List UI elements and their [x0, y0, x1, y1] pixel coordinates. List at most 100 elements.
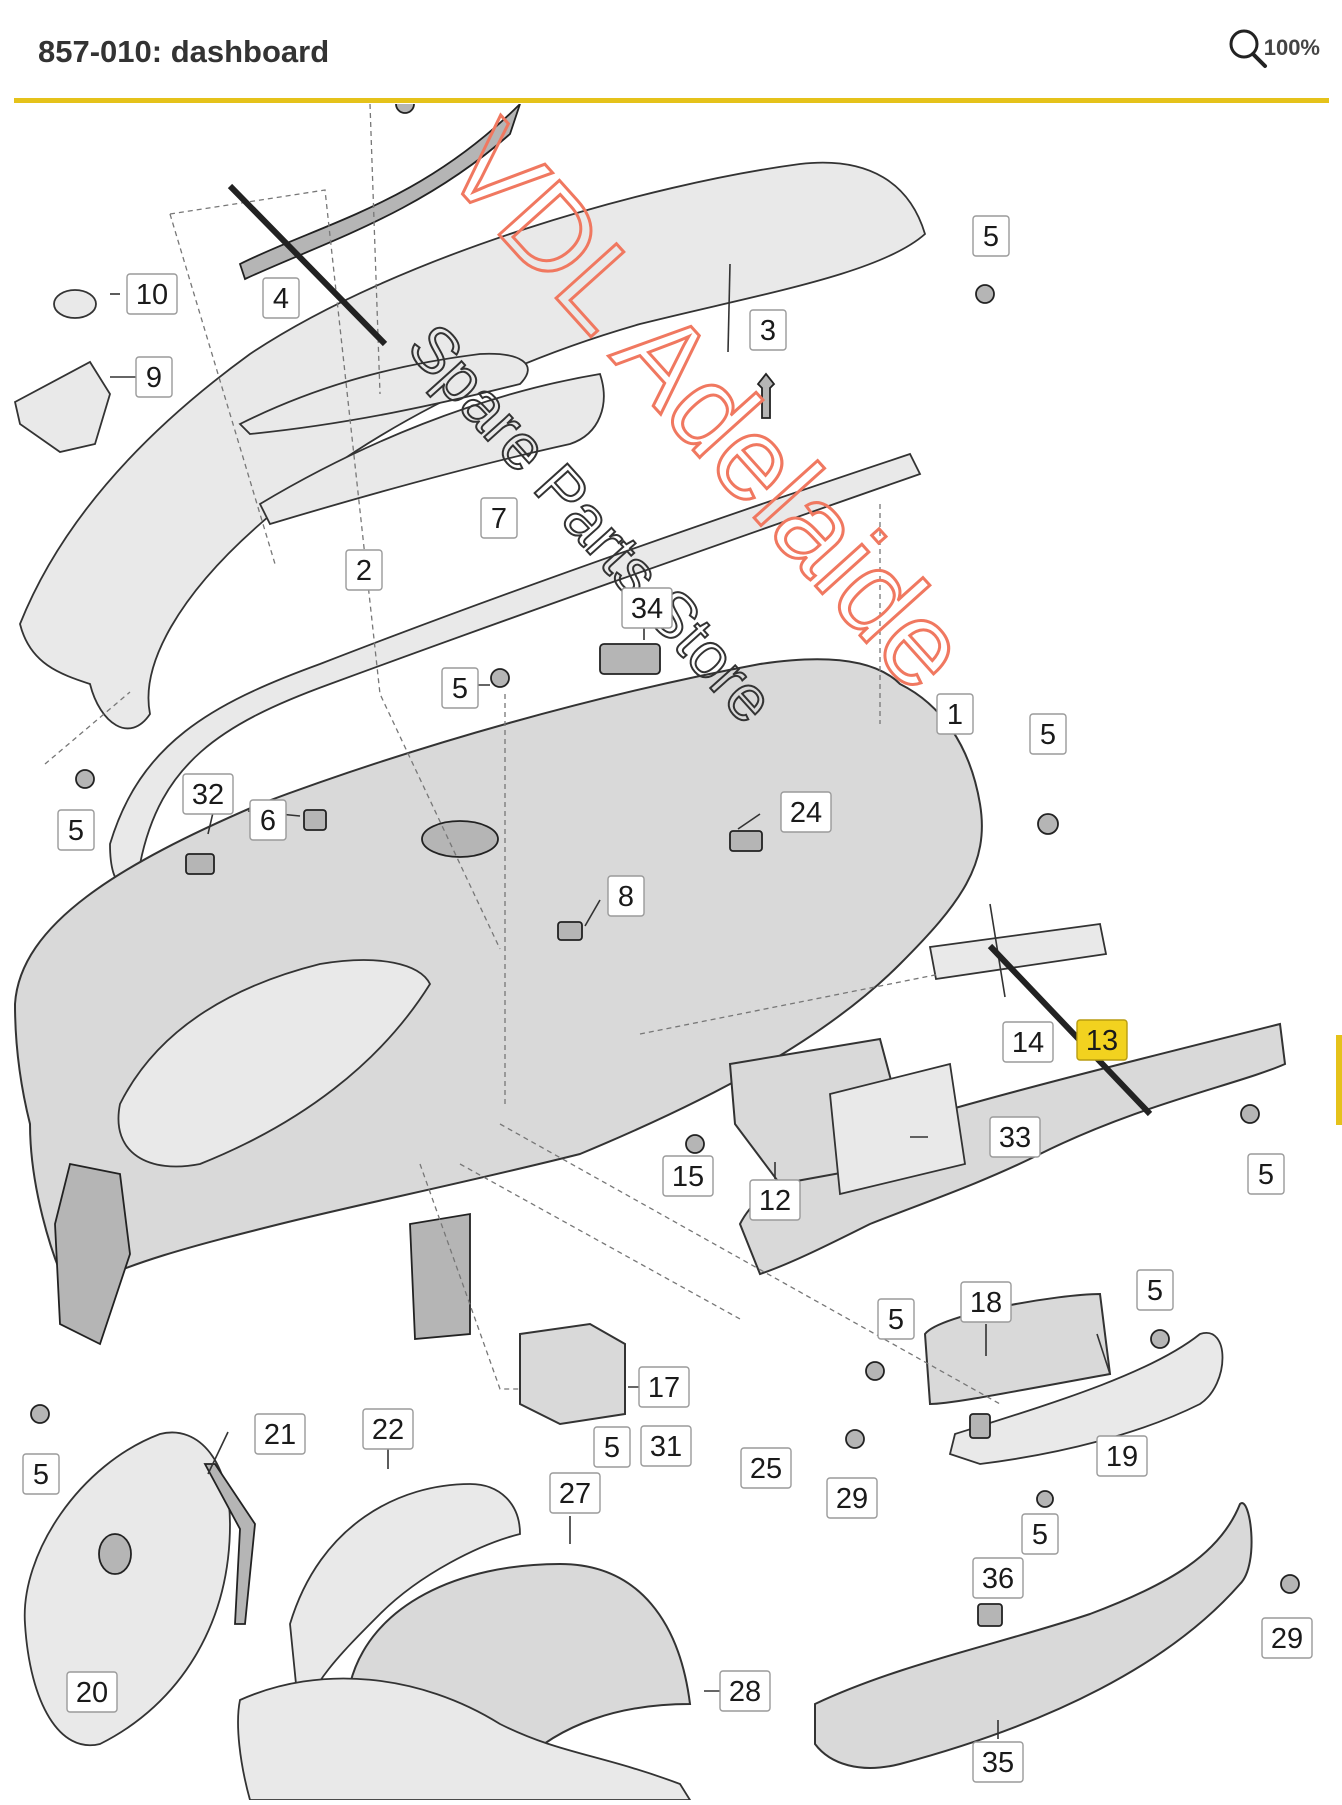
callout-31[interactable]: 31 [640, 1425, 692, 1467]
part-21-bracket[interactable] [203, 1463, 256, 1625]
callout-number: 22 [372, 1414, 404, 1446]
callout-number: 35 [982, 1747, 1014, 1779]
callout-number: 24 [790, 797, 822, 829]
callout-5-9[interactable]: 5 [22, 1453, 60, 1495]
callout-box [1076, 1019, 1128, 1061]
part-upper-cover[interactable] [19, 161, 927, 730]
callout-5-6[interactable]: 5 [877, 1298, 915, 1340]
part-17-unit[interactable] [519, 1322, 626, 1426]
callout-8[interactable]: 8 [607, 875, 645, 917]
callout-33[interactable]: 33 [989, 1116, 1041, 1158]
callout-5[interactable]: 5 [972, 215, 1010, 257]
callout-number: 4 [273, 283, 289, 315]
zoom-control[interactable]: 100% [1226, 26, 1320, 70]
callout-box [960, 1281, 1012, 1323]
callout-18[interactable]: 18 [960, 1281, 1012, 1323]
callout-5-3[interactable]: 5 [441, 667, 479, 709]
callout-14[interactable]: 14 [1002, 1021, 1054, 1063]
callout-box [972, 1557, 1024, 1599]
part-33-display[interactable] [829, 1062, 967, 1196]
callout-number: 32 [192, 779, 224, 811]
part-19-trim[interactable] [948, 1332, 1224, 1465]
part-9-cap[interactable] [13, 360, 111, 453]
callout-25[interactable]: 25 [740, 1447, 792, 1489]
part-25-clip[interactable] [969, 1413, 991, 1439]
callout-number: 25 [750, 1453, 782, 1485]
callout-34[interactable]: 34 [621, 587, 673, 629]
callout-number: 5 [68, 815, 84, 847]
callout-13[interactable]: 13 [1076, 1019, 1128, 1061]
callout-box [1136, 1269, 1174, 1311]
callout-27[interactable]: 27 [549, 1472, 601, 1514]
part-3-screw[interactable] [756, 372, 776, 419]
callout-5-7[interactable]: 5 [1136, 1269, 1174, 1311]
callout-19[interactable]: 19 [1096, 1435, 1148, 1477]
callout-box [1261, 1617, 1313, 1659]
callout-5-8[interactable]: 5 [1021, 1513, 1059, 1555]
callout-number: 5 [452, 673, 468, 705]
callout-36[interactable]: 36 [972, 1557, 1024, 1599]
callout-box [740, 1447, 792, 1489]
callout-number: 29 [836, 1483, 868, 1515]
part-28-lower-shroud[interactable] [237, 1677, 692, 1801]
callout-box [480, 497, 518, 539]
part-34-clip[interactable] [599, 643, 661, 675]
callout-15[interactable]: 15 [662, 1155, 714, 1197]
callout-17[interactable]: 17 [638, 1366, 690, 1408]
part-14-strip[interactable] [928, 922, 1108, 981]
callout-box [936, 693, 974, 735]
part-7-trim[interactable] [258, 372, 605, 526]
callout-box [549, 1472, 601, 1514]
scroll-indicator[interactable] [1336, 1035, 1342, 1125]
callout-5-5[interactable]: 5 [1247, 1153, 1285, 1195]
callout-box [989, 1116, 1041, 1158]
callout-number: 5 [1258, 1159, 1274, 1191]
part-36-clip[interactable] [977, 1603, 1003, 1627]
part-22-trim[interactable] [289, 1483, 521, 1725]
callout-35[interactable]: 35 [972, 1741, 1024, 1783]
part-10-ring[interactable] [53, 289, 97, 319]
callout-number: 12 [759, 1185, 791, 1217]
callout-box [362, 1408, 414, 1450]
callout-box [1247, 1153, 1285, 1195]
part-8-clip[interactable] [557, 921, 583, 941]
callout-24[interactable]: 24 [780, 791, 832, 833]
callout-3[interactable]: 3 [749, 309, 787, 351]
callout-12[interactable]: 12 [749, 1179, 801, 1221]
callout-7[interactable]: 7 [480, 497, 518, 539]
callout-32[interactable]: 32 [182, 773, 234, 815]
part-1-center-support [409, 1212, 471, 1340]
callout-22[interactable]: 22 [362, 1408, 414, 1450]
callout-1[interactable]: 1 [936, 693, 974, 735]
callout-box [749, 309, 787, 351]
callout-5-10[interactable]: 5 [593, 1426, 631, 1468]
magnifier-icon [1229, 29, 1267, 68]
callout-2[interactable]: 2 [345, 549, 383, 591]
callout-21[interactable]: 21 [254, 1413, 306, 1455]
callout-28[interactable]: 28 [719, 1670, 771, 1712]
callout-number: 17 [648, 1372, 680, 1404]
callout-5-2[interactable]: 5 [57, 809, 95, 851]
callout-6[interactable]: 6 [249, 799, 287, 841]
callout-29-2[interactable]: 29 [1261, 1617, 1313, 1659]
part-upper-vent-strip[interactable] [238, 103, 521, 281]
callout-9[interactable]: 9 [135, 356, 173, 398]
callout-number: 28 [729, 1676, 761, 1708]
part-32-clip[interactable] [185, 853, 215, 875]
callout-20[interactable]: 20 [66, 1671, 118, 1713]
part-6-clip[interactable] [303, 809, 327, 831]
part-2-trim-strip[interactable] [109, 452, 922, 886]
callout-29[interactable]: 29 [826, 1477, 878, 1519]
header-bar: 857-010: dashboard 100% [0, 0, 1342, 100]
part-35-lower-trim[interactable] [814, 1502, 1253, 1769]
callout-box [877, 1298, 915, 1340]
callout-5-4[interactable]: 5 [1029, 713, 1067, 755]
part-18-vent[interactable] [923, 1292, 1112, 1406]
part-24-clip[interactable] [729, 830, 763, 852]
callout-10[interactable]: 10 [126, 273, 178, 315]
callout-4[interactable]: 4 [262, 277, 300, 319]
callout-box [345, 549, 383, 591]
part-20-cover[interactable] [23, 1431, 231, 1747]
